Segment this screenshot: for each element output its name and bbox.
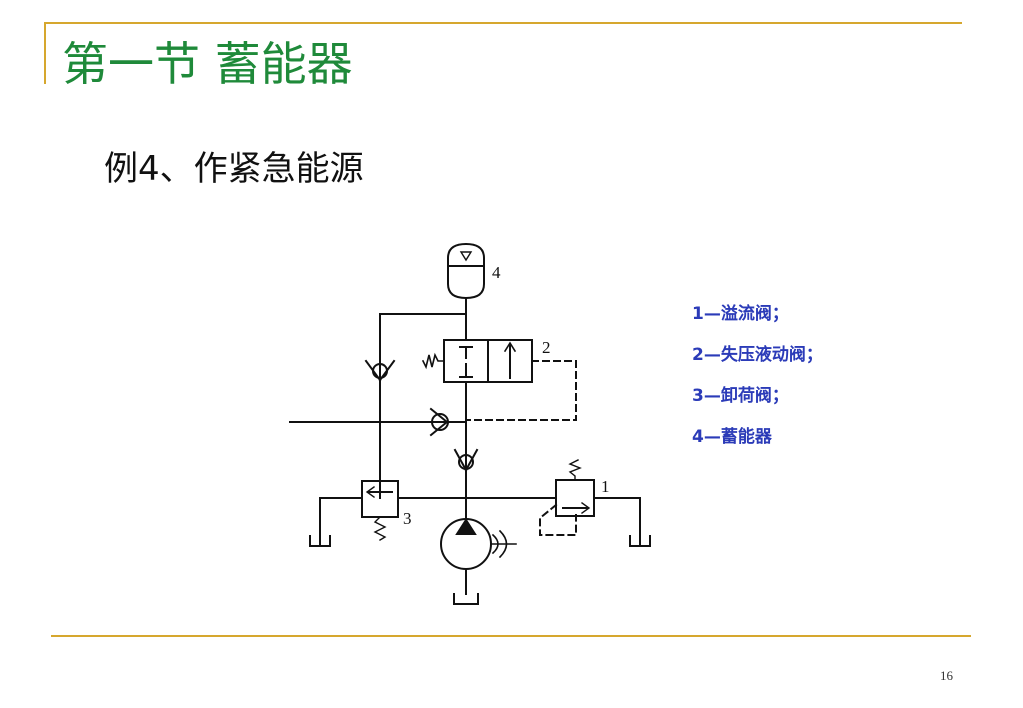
- page-title: 第一节 蓄能器: [62, 37, 353, 91]
- pressure-loss-valve-symbol: [421, 339, 533, 499]
- label-1: 1: [601, 477, 610, 496]
- output-check-valve: [289, 407, 467, 437]
- pump-check-valve: [453, 448, 479, 472]
- pump-symbol: [440, 497, 517, 595]
- unloading-valve-symbol: [361, 480, 399, 541]
- left-check-valve-branch: [364, 313, 467, 499]
- legend-item-unloading-valve: 3—卸荷阀；: [692, 386, 789, 406]
- title-accent-bar: [44, 22, 46, 84]
- label-3: 3: [403, 509, 412, 528]
- tank-symbols: [309, 535, 651, 605]
- legend-item-accumulator: 4—蓄能器: [692, 427, 772, 447]
- accumulator-symbol: [447, 242, 485, 341]
- relief-valve-symbol: [555, 459, 595, 517]
- example-heading: 例4、作紧急能源: [104, 149, 364, 189]
- label-4: 4: [492, 263, 501, 282]
- page-number: 16: [940, 668, 953, 683]
- top-divider: [44, 22, 962, 24]
- label-2: 2: [542, 338, 551, 357]
- component-legend: 1—溢流阀； 2—失压液动阀； 3—卸荷阀； 4—蓄能器: [692, 304, 823, 468]
- legend-item-pressure-loss-valve: 2—失压液动阀；: [692, 345, 823, 365]
- hydraulic-circuit-diagram: 4 2 3 1: [289, 242, 651, 605]
- main-pressure-line: [319, 497, 641, 546]
- legend-item-relief-valve: 1—溢流阀；: [692, 304, 789, 324]
- bottom-divider: [51, 635, 971, 637]
